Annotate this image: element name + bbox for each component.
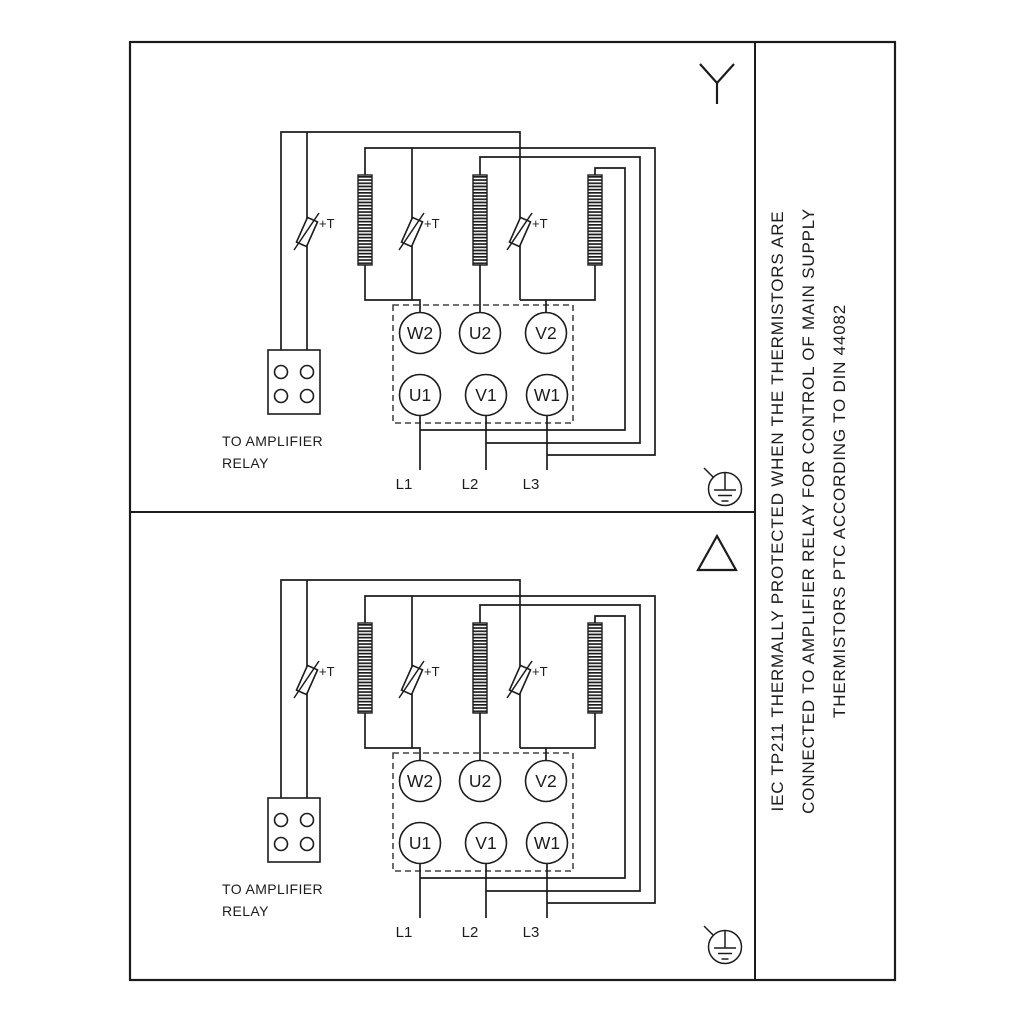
terminal-label-w1: W1	[534, 385, 560, 405]
thermistor-label: +T	[319, 664, 335, 679]
wires	[280, 579, 656, 918]
relay-caption-line2: RELAY	[222, 903, 269, 919]
terminal-u2	[458, 759, 502, 803]
relay-caption-line2: RELAY	[222, 455, 269, 471]
terminal-w2	[398, 759, 442, 803]
side-note-line-1: IEC TP211 THERMALLY PROTECTED WHEN THE T…	[768, 211, 787, 812]
motor-winding-coil	[472, 174, 488, 266]
relay-terminal	[299, 836, 315, 852]
side-note-line-2: CONNECTED TO AMPLIFIER RELAY FOR CONTROL…	[799, 208, 818, 814]
motor-winding-coil	[357, 174, 373, 266]
terminal-label-v2: V2	[535, 771, 556, 791]
motor-winding-coil	[357, 622, 373, 714]
wire	[364, 595, 656, 904]
ptc-thermistor-symbol	[506, 660, 533, 699]
earth-ground-icon	[703, 467, 743, 507]
relay-terminal	[273, 812, 289, 828]
side-note: IEC TP211 THERMALLY PROTECTED WHEN THE T…	[768, 208, 849, 814]
terminal-label-v1: V1	[475, 385, 496, 405]
ptc-thermistor-symbol	[398, 212, 425, 251]
relay-caption-line1: TO AMPLIFIER	[222, 433, 323, 449]
motor-winding-coil	[587, 622, 603, 714]
delta-connection-icon	[696, 533, 738, 572]
wire	[364, 713, 421, 761]
wire	[479, 604, 641, 892]
wire	[280, 131, 521, 365]
wire	[420, 615, 626, 879]
side-note-line-3: THERMISTORS PTC ACCORDING TO DIN 44082	[830, 304, 849, 718]
star-connection-icon	[699, 63, 735, 104]
terminal-board-outline	[392, 752, 574, 872]
frame	[128, 40, 897, 982]
relay-terminal	[299, 388, 315, 404]
amplifier-relay-terminal-block	[267, 349, 321, 415]
terminal-label-w2: W2	[407, 771, 433, 791]
terminal-v1	[464, 821, 508, 865]
terminal-label-v1: V1	[475, 833, 496, 853]
terminal-label-u1: U1	[409, 833, 431, 853]
terminal-label-w1: W1	[534, 833, 560, 853]
wire	[420, 167, 626, 431]
thermistor-label: +T	[532, 216, 548, 231]
supply-label-l3: L3	[523, 924, 540, 941]
relay-terminal	[273, 388, 289, 404]
terminal-v2	[524, 311, 568, 355]
thermistor-label: +T	[532, 664, 548, 679]
relay-box	[267, 797, 321, 863]
thermistor-label: +T	[424, 664, 440, 679]
amplifier-relay-terminal-block	[267, 797, 321, 863]
supply-label-l2: L2	[462, 476, 479, 493]
terminal-label-u2: U2	[469, 323, 491, 343]
terminal-v2	[524, 759, 568, 803]
relay-terminal	[273, 836, 289, 852]
terminal-w1	[525, 821, 569, 865]
terminal-label-v2: V2	[535, 323, 556, 343]
terminal-u1	[398, 821, 442, 865]
terminal-u1	[398, 373, 442, 417]
supply-label-l1: L1	[396, 924, 413, 941]
motor-winding-coil	[587, 174, 603, 266]
wire	[520, 713, 596, 749]
thermistor-label: +T	[424, 216, 440, 231]
relay-box	[267, 349, 321, 415]
terminal-w1	[525, 373, 569, 417]
wire	[364, 265, 421, 313]
relay-caption-line1: TO AMPLIFIER	[222, 881, 323, 897]
earth-ground-icon	[703, 925, 743, 965]
wire	[364, 147, 656, 456]
supply-label-l3: L3	[523, 476, 540, 493]
wire	[280, 579, 521, 813]
relay-terminal	[299, 812, 315, 828]
supply-label-l1: L1	[396, 476, 413, 493]
terminal-u2	[458, 311, 502, 355]
motor-winding-coil	[472, 622, 488, 714]
star-connection-panel: +T +T +T TO AMPLIFIER RELAY W2 U2 V2 U1 …	[222, 63, 743, 507]
wire	[479, 156, 641, 444]
wires	[280, 131, 656, 470]
terminal-label-w2: W2	[407, 323, 433, 343]
terminal-label-u1: U1	[409, 385, 431, 405]
wire	[520, 265, 596, 301]
ptc-thermistor-symbol	[293, 212, 320, 251]
ptc-thermistor-symbol	[293, 660, 320, 699]
terminal-w2	[398, 311, 442, 355]
ptc-thermistor-symbol	[506, 212, 533, 251]
supply-label-l2: L2	[462, 924, 479, 941]
terminal-label-u2: U2	[469, 771, 491, 791]
thermistor-label: +T	[319, 216, 335, 231]
delta-connection-panel: +T +T +T TO AMPLIFIER RELAY W2 U2 V2 U1 …	[222, 533, 743, 965]
ptc-thermistor-symbol	[398, 660, 425, 699]
relay-terminal	[299, 364, 315, 380]
relay-terminal	[273, 364, 289, 380]
terminal-board-outline	[392, 304, 574, 424]
terminal-v1	[464, 373, 508, 417]
